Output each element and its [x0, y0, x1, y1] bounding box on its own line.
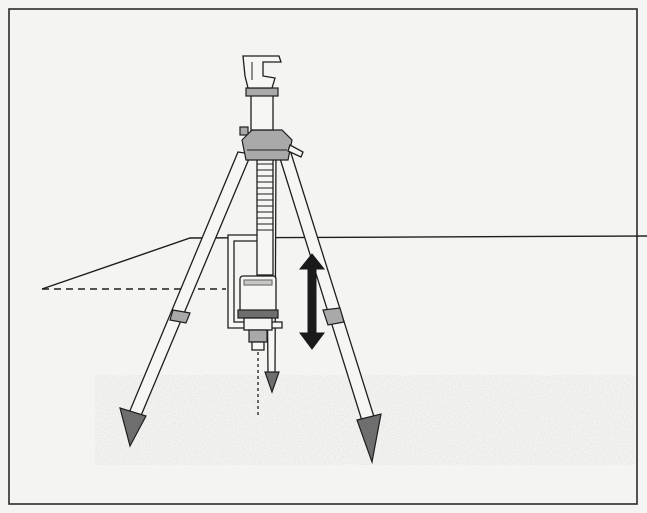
reference-plane-line: [41, 235, 647, 290]
laser-level-icon: [237, 275, 279, 351]
tripod-head: [239, 126, 304, 161]
left-leg-foot: [119, 407, 147, 448]
double-arrow-icon: [298, 253, 326, 350]
extension-column: [242, 55, 282, 131]
top-mount-clamp: [242, 55, 282, 89]
back-leg-foot: [264, 371, 280, 394]
right-leg-foot: [356, 413, 382, 465]
diagram-frame: [8, 8, 638, 505]
center-column: [256, 149, 274, 276]
lock-knob: [287, 144, 304, 158]
